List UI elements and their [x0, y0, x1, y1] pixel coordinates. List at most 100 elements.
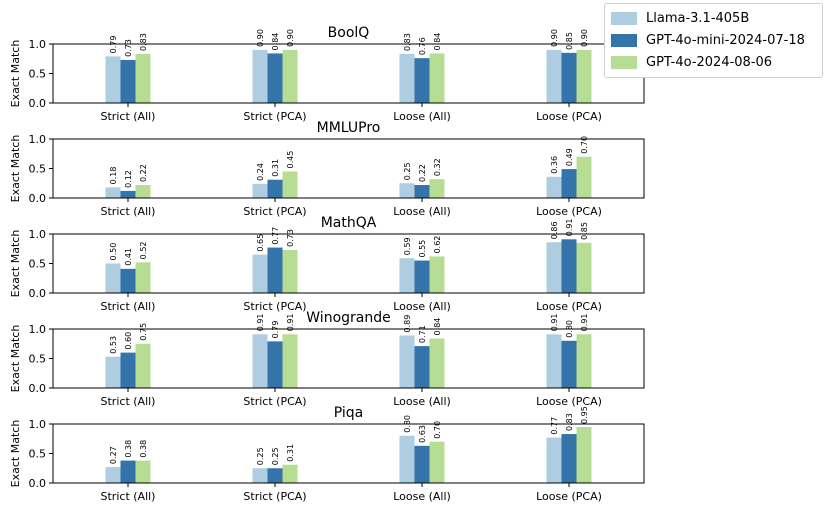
bar-boolq-s0-c3: [546, 49, 562, 103]
bar-mmlupro-s2-c0: [135, 185, 151, 198]
y-tick-label-winogrande: 1.0: [29, 323, 47, 336]
bar-piqa-s0-c3: [546, 437, 562, 483]
data-label-mmlupro-s1-c3: 0.49: [565, 148, 574, 166]
x-tick-label-mathqa: Strict (PCA): [243, 300, 306, 313]
bar-mmlupro-s0-c3: [546, 176, 562, 198]
bar-piqa-s1-c1: [267, 468, 283, 483]
y-tick-label-mathqa: 0.0: [29, 287, 47, 300]
bar-boolq-s1-c1: [267, 53, 283, 103]
bar-mmlupro-s1-c2: [414, 185, 430, 198]
data-label-boolq-s2-c1: 0.90: [286, 29, 295, 47]
x-tick-label-boolq: Loose (All): [393, 110, 451, 123]
bar-piqa-s1-c3: [561, 434, 577, 483]
x-tick-label-piqa: Strict (All): [101, 490, 156, 503]
data-label-mathqa-s2-c1: 0.73: [286, 229, 295, 247]
bar-boolq-s2-c0: [135, 54, 151, 103]
bar-piqa-s0-c0: [105, 467, 121, 483]
x-tick-label-winogrande: Strict (All): [101, 395, 156, 408]
bar-winogrande-s0-c1: [252, 334, 268, 388]
data-label-mathqa-s1-c1: 0.77: [271, 227, 280, 245]
data-label-winogrande-s0-c1: 0.91: [256, 313, 265, 331]
legend-swatch-gpt4o: [611, 55, 637, 69]
bar-mathqa-s2-c3: [576, 242, 592, 293]
bar-piqa-s2-c3: [576, 426, 592, 483]
data-label-boolq-s1-c0: 0.73: [124, 39, 133, 57]
data-label-boolq-s1-c1: 0.84: [271, 33, 280, 51]
y-axis-label-winogrande: Exact Match: [9, 325, 22, 393]
bar-winogrande-s0-c0: [105, 356, 121, 388]
axes-frame-piqa: [52, 423, 645, 484]
bar-mmlupro-s1-c3: [561, 169, 577, 198]
y-tick-label-winogrande: 0.5: [29, 353, 47, 366]
y-tick-label-mathqa: 1.0: [29, 228, 47, 241]
y-tick-label-mathqa: 0.5: [29, 258, 47, 271]
legend: Llama-3.1-405B GPT-4o-mini-2024-07-18 GP…: [604, 3, 823, 78]
x-tick-label-winogrande: Strict (PCA): [243, 395, 306, 408]
bar-mathqa-s1-c2: [414, 260, 430, 293]
data-label-mmlupro-s2-c0: 0.22: [139, 164, 148, 182]
x-tick-label-mathqa: Strict (All): [101, 300, 156, 313]
x-tick-label-mmlupro: Strict (PCA): [243, 205, 306, 218]
legend-label-llama: Llama-3.1-405B: [646, 10, 750, 26]
data-label-mmlupro-s1-c1: 0.31: [271, 159, 280, 177]
data-label-mathqa-s0-c2: 0.59: [403, 237, 412, 255]
bar-winogrande-s1-c3: [561, 340, 577, 388]
data-label-mathqa-s1-c3: 0.91: [565, 218, 574, 236]
bar-mmlupro-s2-c2: [429, 179, 445, 198]
bar-mathqa-s1-c0: [120, 268, 136, 293]
legend-label-gpt4o-mini: GPT-4o-mini-2024-07-18: [646, 32, 805, 48]
legend-swatch-gpt4o-mini: [611, 33, 637, 47]
y-axis-label-mathqa: Exact Match: [9, 230, 22, 298]
data-label-piqa-s1-c2: 0.63: [418, 425, 427, 443]
legend-item-llama: Llama-3.1-405B: [611, 7, 816, 29]
data-label-piqa-s1-c0: 0.38: [124, 440, 133, 458]
bar-boolq-s1-c2: [414, 58, 430, 103]
x-tick-label-piqa: Loose (All): [393, 490, 451, 503]
bar-mathqa-s2-c2: [429, 256, 445, 293]
bar-mmlupro-s0-c1: [252, 183, 268, 198]
y-axis-label-boolq: Exact Match: [9, 40, 22, 108]
y-tick-label-boolq: 0.5: [29, 68, 47, 81]
panel-title-winogrande: Winogrande: [306, 310, 390, 326]
data-label-mathqa-s0-c0: 0.50: [109, 243, 118, 261]
bar-boolq-s2-c1: [282, 49, 298, 103]
data-label-mathqa-s0-c1: 0.65: [256, 234, 265, 252]
bar-winogrande-s0-c3: [546, 334, 562, 388]
bar-piqa-s2-c0: [135, 460, 151, 483]
data-label-mmlupro-s0-c0: 0.18: [109, 167, 118, 185]
y-tick-label-piqa: 0.5: [29, 448, 47, 461]
x-tick-label-winogrande: Loose (PCA): [536, 395, 602, 408]
legend-item-gpt4o-mini: GPT-4o-mini-2024-07-18: [611, 29, 816, 51]
bar-winogrande-s1-c2: [414, 346, 430, 388]
panel-title-mathqa: MathQA: [321, 215, 377, 231]
x-tick-label-mathqa: Loose (All): [393, 300, 451, 313]
x-tick-label-mmlupro: Strict (All): [101, 205, 156, 218]
data-label-mmlupro-s0-c3: 0.36: [550, 156, 559, 174]
axes-frame-mathqa: [52, 233, 645, 294]
data-label-mathqa-s0-c3: 0.86: [550, 221, 559, 239]
bar-boolq-s2-c3: [576, 49, 592, 103]
data-label-piqa-s2-c1: 0.31: [286, 444, 295, 462]
data-label-boolq-s0-c3: 0.90: [550, 29, 559, 47]
bar-boolq-s0-c0: [105, 56, 121, 103]
data-label-mathqa-s2-c0: 0.52: [139, 242, 148, 260]
data-label-piqa-s2-c2: 0.70: [433, 421, 442, 439]
data-label-winogrande-s2-c1: 0.91: [286, 313, 295, 331]
x-tick-label-boolq: Strict (PCA): [243, 110, 306, 123]
bar-winogrande-s2-c1: [282, 334, 298, 388]
x-tick-label-boolq: Strict (All): [101, 110, 156, 123]
bar-boolq-s0-c1: [252, 49, 268, 103]
data-label-mmlupro-s2-c2: 0.32: [433, 158, 442, 176]
y-tick-label-mmlupro: 0.0: [29, 192, 47, 205]
data-label-winogrande-s2-c3: 0.91: [580, 313, 589, 331]
bar-mmlupro-s2-c1: [282, 171, 298, 198]
x-tick-label-piqa: Loose (PCA): [536, 490, 602, 503]
data-label-boolq-s1-c2: 0.76: [418, 37, 427, 55]
bar-winogrande-s1-c1: [267, 341, 283, 388]
data-label-mmlupro-s0-c1: 0.24: [256, 163, 265, 181]
data-label-mmlupro-s2-c1: 0.45: [286, 151, 295, 169]
data-label-boolq-s0-c1: 0.90: [256, 29, 265, 47]
bar-boolq-s2-c2: [429, 53, 445, 103]
bar-mmlupro-s0-c2: [399, 183, 415, 198]
